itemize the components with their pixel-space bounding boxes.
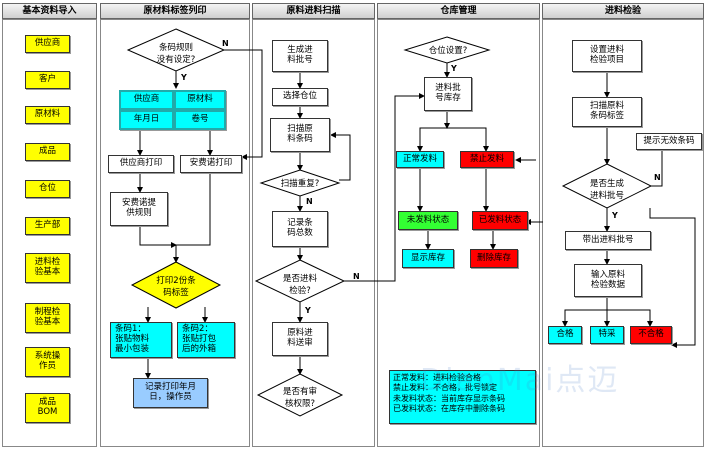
lane-basic	[2, 19, 97, 447]
record-code-total: 记录条 码总数	[272, 211, 328, 247]
decision-need-inspection: 是否进料 检验?	[282, 274, 317, 296]
legend-forbid: 禁止发料：不合格，批号锁定	[393, 383, 497, 393]
result-special: 特采	[590, 326, 624, 344]
mark-n-dup: N	[306, 197, 313, 206]
basic-process-qc: 制程检 验基本	[25, 303, 70, 333]
result-fail: 不合格	[630, 326, 672, 344]
basic-incoming-qc: 进料检 验基本	[25, 253, 70, 283]
decision-batch-generated: 是否生成 进料批号	[589, 179, 624, 201]
issued-status: 已发料状态	[472, 211, 528, 230]
delete-stock: 删除库存	[470, 249, 518, 268]
not-issued-status: 未发料状态	[398, 211, 458, 230]
basic-finished-goods: 成品	[25, 143, 70, 161]
grid-raw-material: 原材料	[174, 90, 226, 110]
setup-inspection-items: 设置进料 检验项目	[572, 40, 642, 72]
anfei-rule: 安费诺提 供规则	[110, 192, 168, 226]
mark-n-inspect: N	[353, 272, 360, 281]
legend-issued: 已发料状态：在库存中删除条码	[393, 404, 505, 414]
input-inspection-data: 输入原料 检验数据	[574, 264, 642, 297]
watermark: DianMai点迈	[420, 363, 620, 398]
lane-print	[100, 19, 250, 447]
basic-location: 仓位	[25, 180, 70, 198]
decision-barcode-rule: 条码规则 没有设定?	[156, 43, 196, 65]
lane-header-scan: 原料进料扫描	[252, 3, 375, 19]
mark-y-inspect: Y	[305, 306, 311, 315]
result-pass: 合格	[548, 326, 582, 344]
lane-warehouse	[377, 19, 540, 447]
legend-not-issued: 未发料状态：当前库存显示条码	[393, 393, 505, 403]
basic-supplier: 供应商	[25, 35, 70, 53]
decision-has-permission: 是否有审 核权限?	[282, 387, 317, 409]
mark-n-qc: N	[654, 173, 661, 182]
batch-stock: 进料批 号库存	[424, 77, 472, 111]
anfei-print: 安费诺打印	[180, 155, 242, 173]
generate-batch: 生成进 料批号	[272, 40, 328, 72]
lane-header-warehouse: 仓库管理	[377, 3, 540, 19]
mark-y-wh: Y	[451, 64, 457, 73]
send-for-review: 原料进 料送审	[272, 322, 328, 356]
grid-supplier: 供应商	[119, 90, 174, 110]
lane-header-qc: 进料检验	[542, 3, 704, 19]
lane-scan	[252, 19, 375, 447]
record-print-info: 记录打印年月 日，操作员	[133, 378, 208, 408]
lane-qc	[542, 19, 704, 447]
decision-scan-duplicate: 扫描重复?	[280, 179, 320, 189]
show-stock: 显示库存	[402, 249, 454, 268]
grid-roll-no: 卷号	[174, 110, 226, 130]
barcode-1: 条码1： 张贴物料 最小包装	[110, 322, 172, 358]
print-two-labels: 打印2份条 码标签	[156, 276, 196, 298]
decision-location-set: 仓位设置?	[428, 46, 468, 56]
forbid-issue: 禁止发料	[460, 151, 514, 168]
lane-header-print: 原材料标签列印	[100, 3, 250, 19]
barcode-2: 条码2： 张贴打包 后的外箱	[177, 322, 235, 358]
basic-operators: 系统操 作员	[25, 347, 70, 377]
status-legend: 正常发料：进料检验合格 禁止发料：不合格，批号锁定 未发料状态：当前库存显示条码…	[389, 370, 536, 424]
basic-production: 生产部	[25, 217, 70, 235]
basic-raw-material: 原材料	[25, 106, 70, 124]
lane-header-basic: 基本资料导入	[2, 3, 97, 19]
bring-batch-no: 带出进料批号	[565, 231, 651, 250]
choose-location: 选择仓位	[272, 88, 328, 106]
invalid-code-hint: 提示无效条码	[636, 133, 702, 150]
grid-date: 年月日	[119, 110, 174, 130]
scan-raw-label: 扫描原料 条码标签	[572, 97, 642, 127]
mark-y-print: Y	[181, 73, 187, 82]
basic-customer: 客户	[25, 71, 70, 89]
basic-bom: 成品 BOM	[25, 393, 70, 423]
legend-normal: 正常发料：进料检验合格	[393, 373, 481, 382]
supplier-print: 供应商打印	[108, 155, 174, 173]
mark-n-print: N	[222, 39, 229, 48]
normal-issue: 正常发料	[396, 151, 444, 168]
mark-y-qc: Y	[612, 211, 618, 220]
scan-raw-code: 扫描原 料条码	[270, 118, 330, 152]
